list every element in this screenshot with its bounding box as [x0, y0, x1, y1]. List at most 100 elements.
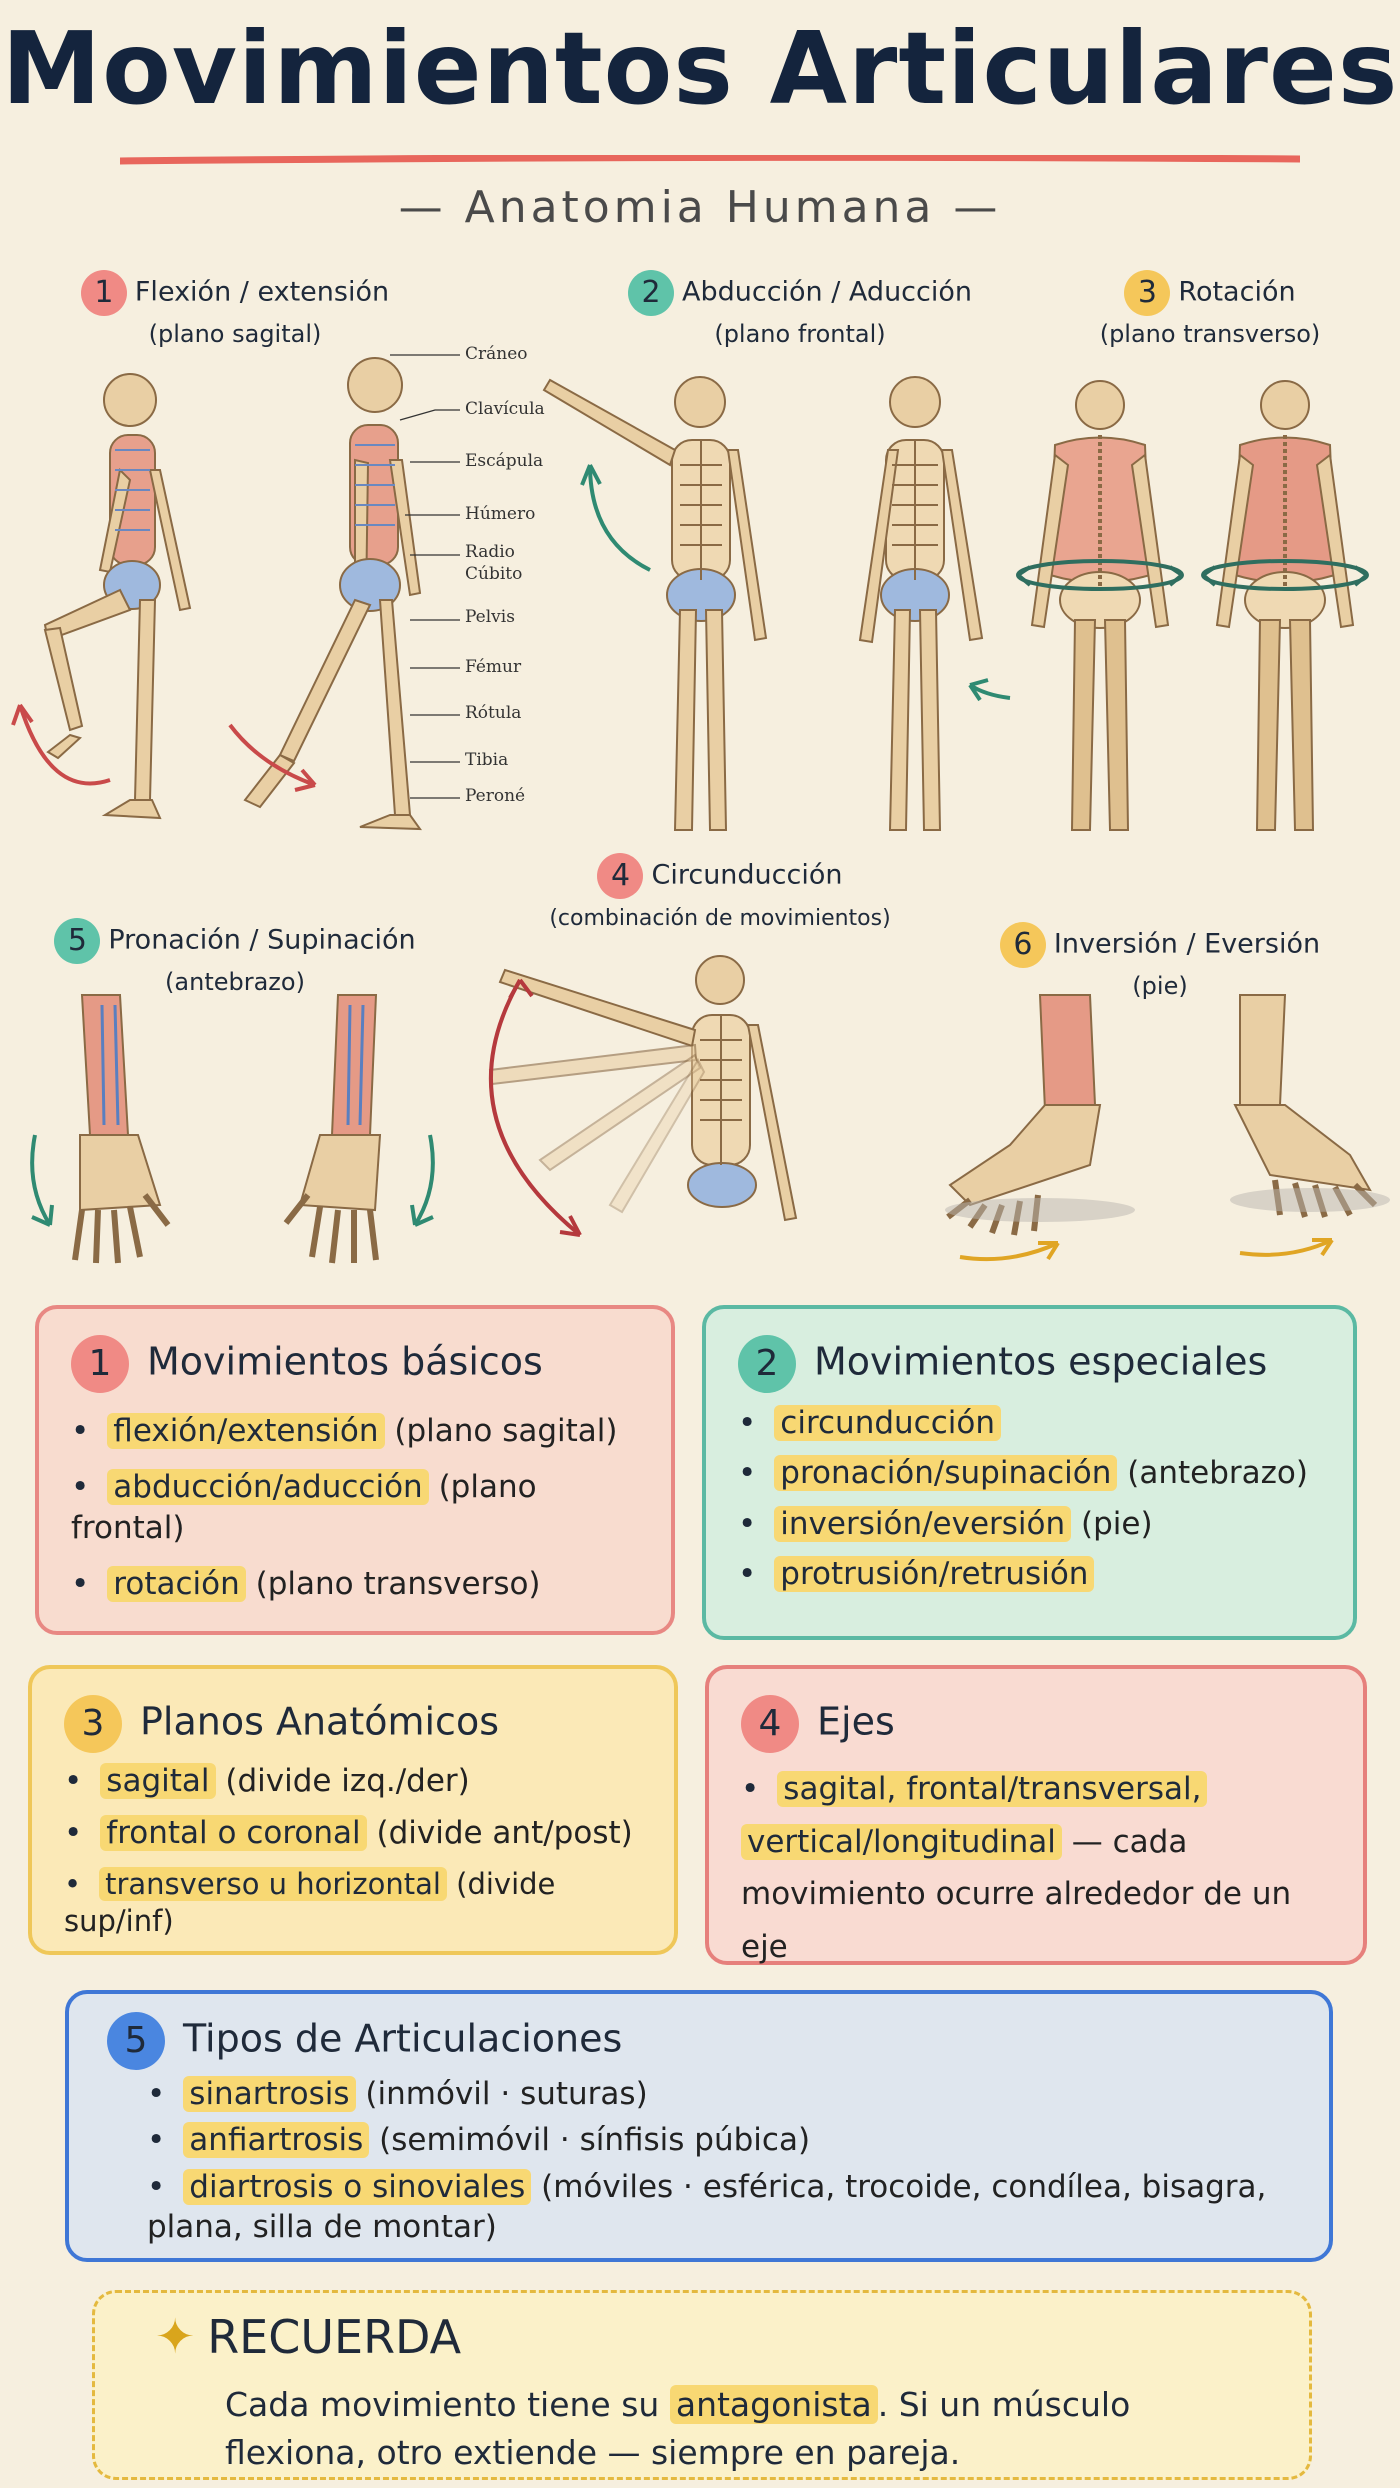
card-joints-title-row: 5 Tipos de Articulaciones — [107, 2012, 1291, 2070]
card-axes-number: 4 — [741, 1695, 799, 1753]
card-basic-number: 1 — [71, 1335, 129, 1393]
page-title: Movimientos Articulares — [1, 10, 1399, 127]
bone-label-craneo: Cráneo — [465, 344, 528, 364]
section-5-subtitle: (antebrazo) — [165, 968, 305, 996]
adduction-figure — [858, 376, 1011, 831]
list-item: inversión/eversión (pie) — [738, 1504, 1321, 1544]
list-item: sinartrosis (inmóvil · suturas) — [147, 2074, 1291, 2114]
list-item-note: (plano sagital) — [394, 1413, 618, 1449]
card-joints-list: sinartrosis (inmóvil · suturas) anfiartr… — [107, 2074, 1291, 2247]
list-item: abducción/aducción (plano frontal) — [71, 1467, 639, 1548]
section-3-title: Rotación — [1178, 276, 1296, 308]
bone-label-cubito: Cúbito — [465, 564, 523, 584]
bone-label-pelvis: Pelvis — [465, 607, 515, 627]
list-item-highlight: diartrosis o sinoviales — [183, 2168, 532, 2205]
list-item-note: (plano transverso) — [255, 1565, 541, 1602]
list-item-note: (divide sup/inf) — [64, 1866, 556, 1939]
list-item-note: (plano frontal) — [71, 1469, 537, 1546]
list-item-highlight: flexión/extensión — [107, 1413, 385, 1449]
card-anatomical-planes: 3 Planos Anatómicos sagital (divide izq./… — [28, 1665, 678, 1955]
card-axes-title-row: 4 Ejes — [741, 1695, 1331, 1753]
card-special-list: circunducción pronación/supinación (ante… — [738, 1403, 1321, 1594]
card-special-number: 2 — [738, 1335, 796, 1393]
list-item-note: (semimóvil · sínfisis púbica) — [379, 2122, 811, 2159]
inversion-eversion-figure — [945, 994, 1390, 1262]
card-planes-list: sagital (divide izq./der) frontal o coro… — [64, 1761, 642, 1941]
list-item-highlight: frontal o coronal — [100, 1815, 367, 1852]
list-item-highlight: rotación — [107, 1565, 246, 1602]
title-underline — [120, 155, 1300, 165]
remember-title: RECUERDA — [207, 2310, 462, 2364]
list-item-note: (móviles · esférica, trocoide, condílea,… — [147, 2168, 1267, 2245]
list-item-highlight: protrusión/retrusión — [774, 1555, 1095, 1592]
list-item-highlight: circunducción — [774, 1405, 1001, 1441]
list-item-highlight: sagital — [100, 1763, 216, 1799]
section-6-subtitle: (pie) — [1132, 972, 1188, 1000]
section-6-number: 6 — [999, 922, 1046, 968]
list-item: diartrosis o sinoviales (móviles · esfér… — [147, 2167, 1291, 2248]
list-item-highlight: inversión/eversión — [774, 1505, 1072, 1542]
card-planes-title: Planos Anatómicos — [140, 1699, 499, 1744]
list-item-note: (inmóvil · suturas) — [365, 2076, 648, 2112]
section-1-subtitle: (plano sagital) — [148, 320, 322, 348]
pronation-supination-figure — [30, 994, 435, 1264]
page-subtitle: — Anatomia Humana — — [398, 182, 1002, 233]
list-item: rotación (plano transverso) — [71, 1564, 639, 1604]
section-2-number: 2 — [627, 270, 674, 316]
list-item: pronación/supinación (antebrazo) — [738, 1453, 1321, 1493]
list-item-highlight: transverso u horizontal — [99, 1866, 447, 1901]
card-joints-title: Tipos de Articulaciones — [183, 2016, 623, 2061]
list-item: sagital (divide izq./der) — [64, 1761, 642, 1801]
card-joint-types: 5 Tipos de Articulaciones sinartrosis (in… — [65, 1990, 1333, 2262]
card-joints-number: 5 — [107, 2012, 165, 2070]
card-planes-title-row: 3 Planos Anatómicos — [64, 1695, 642, 1753]
list-item-highlight: anfiartrosis — [183, 2122, 370, 2159]
card-axes-title: Ejes — [817, 1699, 895, 1744]
list-item: sagital, frontal/transversal, vertical/l… — [741, 1763, 1331, 1974]
list-item: flexión/extensión (plano sagital) — [71, 1411, 639, 1451]
list-item-highlight: abducción/aducción — [107, 1469, 429, 1506]
section-6-title: Inversión / Eversión — [1053, 928, 1321, 960]
section-1-title: Flexión / extensión — [134, 276, 390, 308]
list-item-note: (divide ant/post) — [376, 1815, 633, 1852]
section-2-subtitle: (plano frontal) — [714, 320, 886, 348]
card-planes-number: 3 — [64, 1695, 122, 1753]
bone-leader-lines — [390, 354, 460, 799]
remember-text-after: . Si un músculo flexiona, otro extiende … — [225, 2385, 1131, 2472]
axes-note: — cada movimiento ocurre alrededor de un… — [741, 1823, 1292, 1966]
remember-highlight: antagonista — [669, 2385, 878, 2424]
extension-figure-right — [228, 357, 422, 831]
section-5-title: Pronación / Supinación — [108, 924, 416, 956]
section-1-number: 1 — [80, 270, 127, 316]
list-item-note: (pie) — [1081, 1505, 1153, 1542]
section-3-subtitle: (plano transverso) — [1099, 320, 1321, 348]
remember-box: ✦RECUERDA Cada movimiento tiene su antag… — [92, 2290, 1312, 2480]
flexion-figure-left — [11, 373, 192, 820]
list-item: circunducción — [738, 1403, 1321, 1443]
bone-label-perone: Peroné — [465, 786, 526, 806]
section-4-title: Circunducción — [651, 859, 843, 891]
section-4-number: 4 — [597, 853, 644, 899]
remember-title-row: ✦RECUERDA — [155, 2309, 461, 2365]
bone-label-humero: Húmero — [465, 504, 536, 524]
sparkle-icon: ✦ — [155, 2309, 196, 2365]
axes-highlight-2: vertical/longitudinal — [741, 1823, 1062, 1860]
list-item: transverso u horizontal (divide sup/inf) — [64, 1866, 642, 1941]
list-item: frontal o coronal (divide ant/post) — [64, 1813, 642, 1853]
section-2-title: Abducción / Aducción — [681, 276, 972, 308]
list-item-highlight: pronación/supinación — [774, 1455, 1118, 1492]
section-4-subtitle: (combinación de movimientos) — [549, 906, 891, 931]
bone-label-tibia: Tibia — [465, 750, 509, 770]
rotation-figure-left — [1016, 380, 1184, 831]
list-item: protrusión/retrusión — [738, 1554, 1321, 1594]
rotation-figure-right — [1201, 380, 1369, 831]
